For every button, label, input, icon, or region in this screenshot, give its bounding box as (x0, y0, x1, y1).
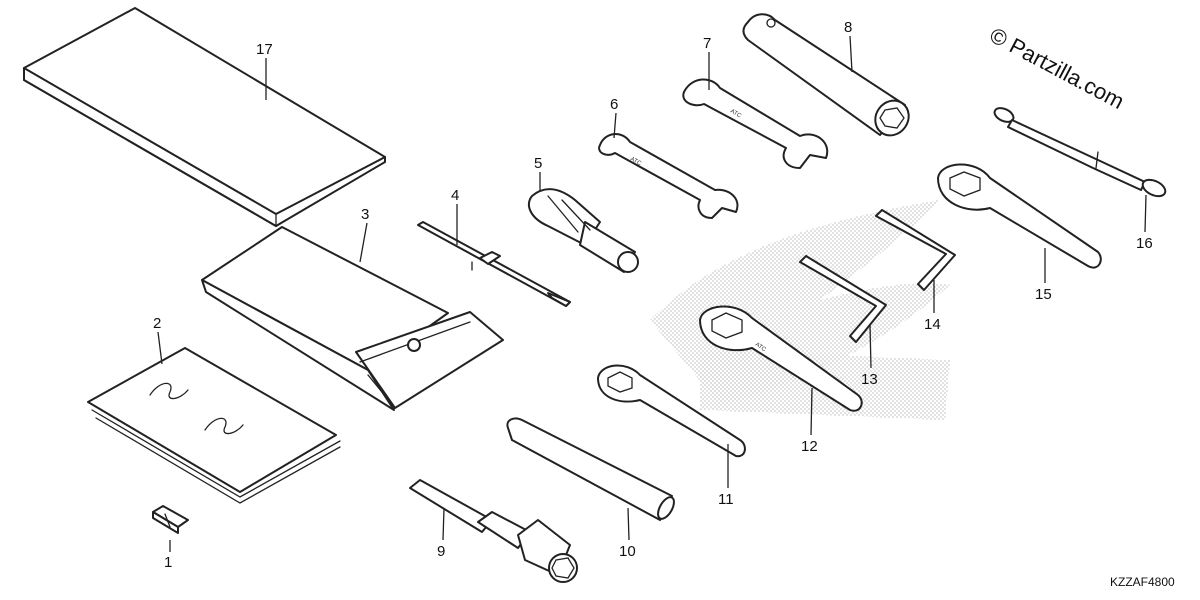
watermark-text: © Partzilla.com (986, 22, 1129, 114)
callout-12: 12 (801, 438, 818, 455)
callout-4: 4 (451, 187, 459, 204)
part-11-ring-wrench (597, 364, 746, 458)
svg-text:ATC: ATC (729, 109, 743, 120)
part-15-ring-wrench (937, 163, 1102, 269)
leader-13 (869, 324, 872, 369)
part-16-helmet-holder-cable (993, 107, 1167, 198)
callout-11: 11 (718, 491, 734, 508)
part-10-wrench-handle (506, 417, 675, 521)
leader-10 (627, 507, 630, 541)
svg-text:ATC: ATC (754, 342, 767, 354)
honda-wing-logo-icon (650, 200, 950, 420)
leader-8 (849, 35, 853, 73)
leader-6 (613, 112, 617, 139)
part-1-fuse (152, 505, 189, 534)
part-9-spark-plug-wrench (409, 479, 578, 583)
callout-1: 1 (164, 554, 172, 571)
part-7-open-end-wrench: ATC (682, 78, 829, 169)
part-8-tube-wrench (742, 13, 910, 137)
part-12-ring-wrench: ATC (699, 305, 863, 412)
leader-12 (810, 387, 813, 436)
part-14-hex-wrench (875, 209, 956, 291)
part-17-owners-manual (23, 7, 386, 227)
callout-10: 10 (619, 543, 636, 560)
leader-16 (1144, 194, 1147, 233)
callout-3: 3 (361, 206, 369, 223)
callout-2: 2 (153, 315, 161, 332)
leader-3 (359, 222, 368, 263)
leader-9 (442, 507, 445, 541)
part-5-screwdriver-handle (528, 188, 639, 273)
callout-13: 13 (861, 371, 878, 388)
callout-numbers: 1 2 3 4 5 6 7 8 9 10 11 12 13 14 15 16 1… (153, 19, 1153, 571)
callout-7: 7 (703, 35, 711, 52)
callout-8: 8 (844, 19, 852, 36)
svg-text:ATC: ATC (629, 156, 643, 167)
leader-2 (157, 331, 163, 365)
diagram-code: KZZAF4800 (1110, 575, 1175, 589)
part-13-hex-wrench (799, 255, 887, 343)
callout-leaders (157, 35, 1147, 552)
callout-5: 5 (534, 155, 542, 172)
part-2-tool-pouch (87, 347, 341, 504)
callout-16: 16 (1136, 235, 1153, 252)
callout-15: 15 (1035, 286, 1052, 303)
part-3-tool-bag (201, 226, 504, 411)
part-4-screwdriver-bit (417, 221, 571, 307)
callout-6: 6 (610, 96, 618, 113)
callout-9: 9 (437, 543, 445, 560)
callout-17: 17 (256, 41, 273, 58)
callout-14: 14 (924, 316, 941, 333)
part-6-open-end-wrench: ATC (598, 133, 739, 219)
